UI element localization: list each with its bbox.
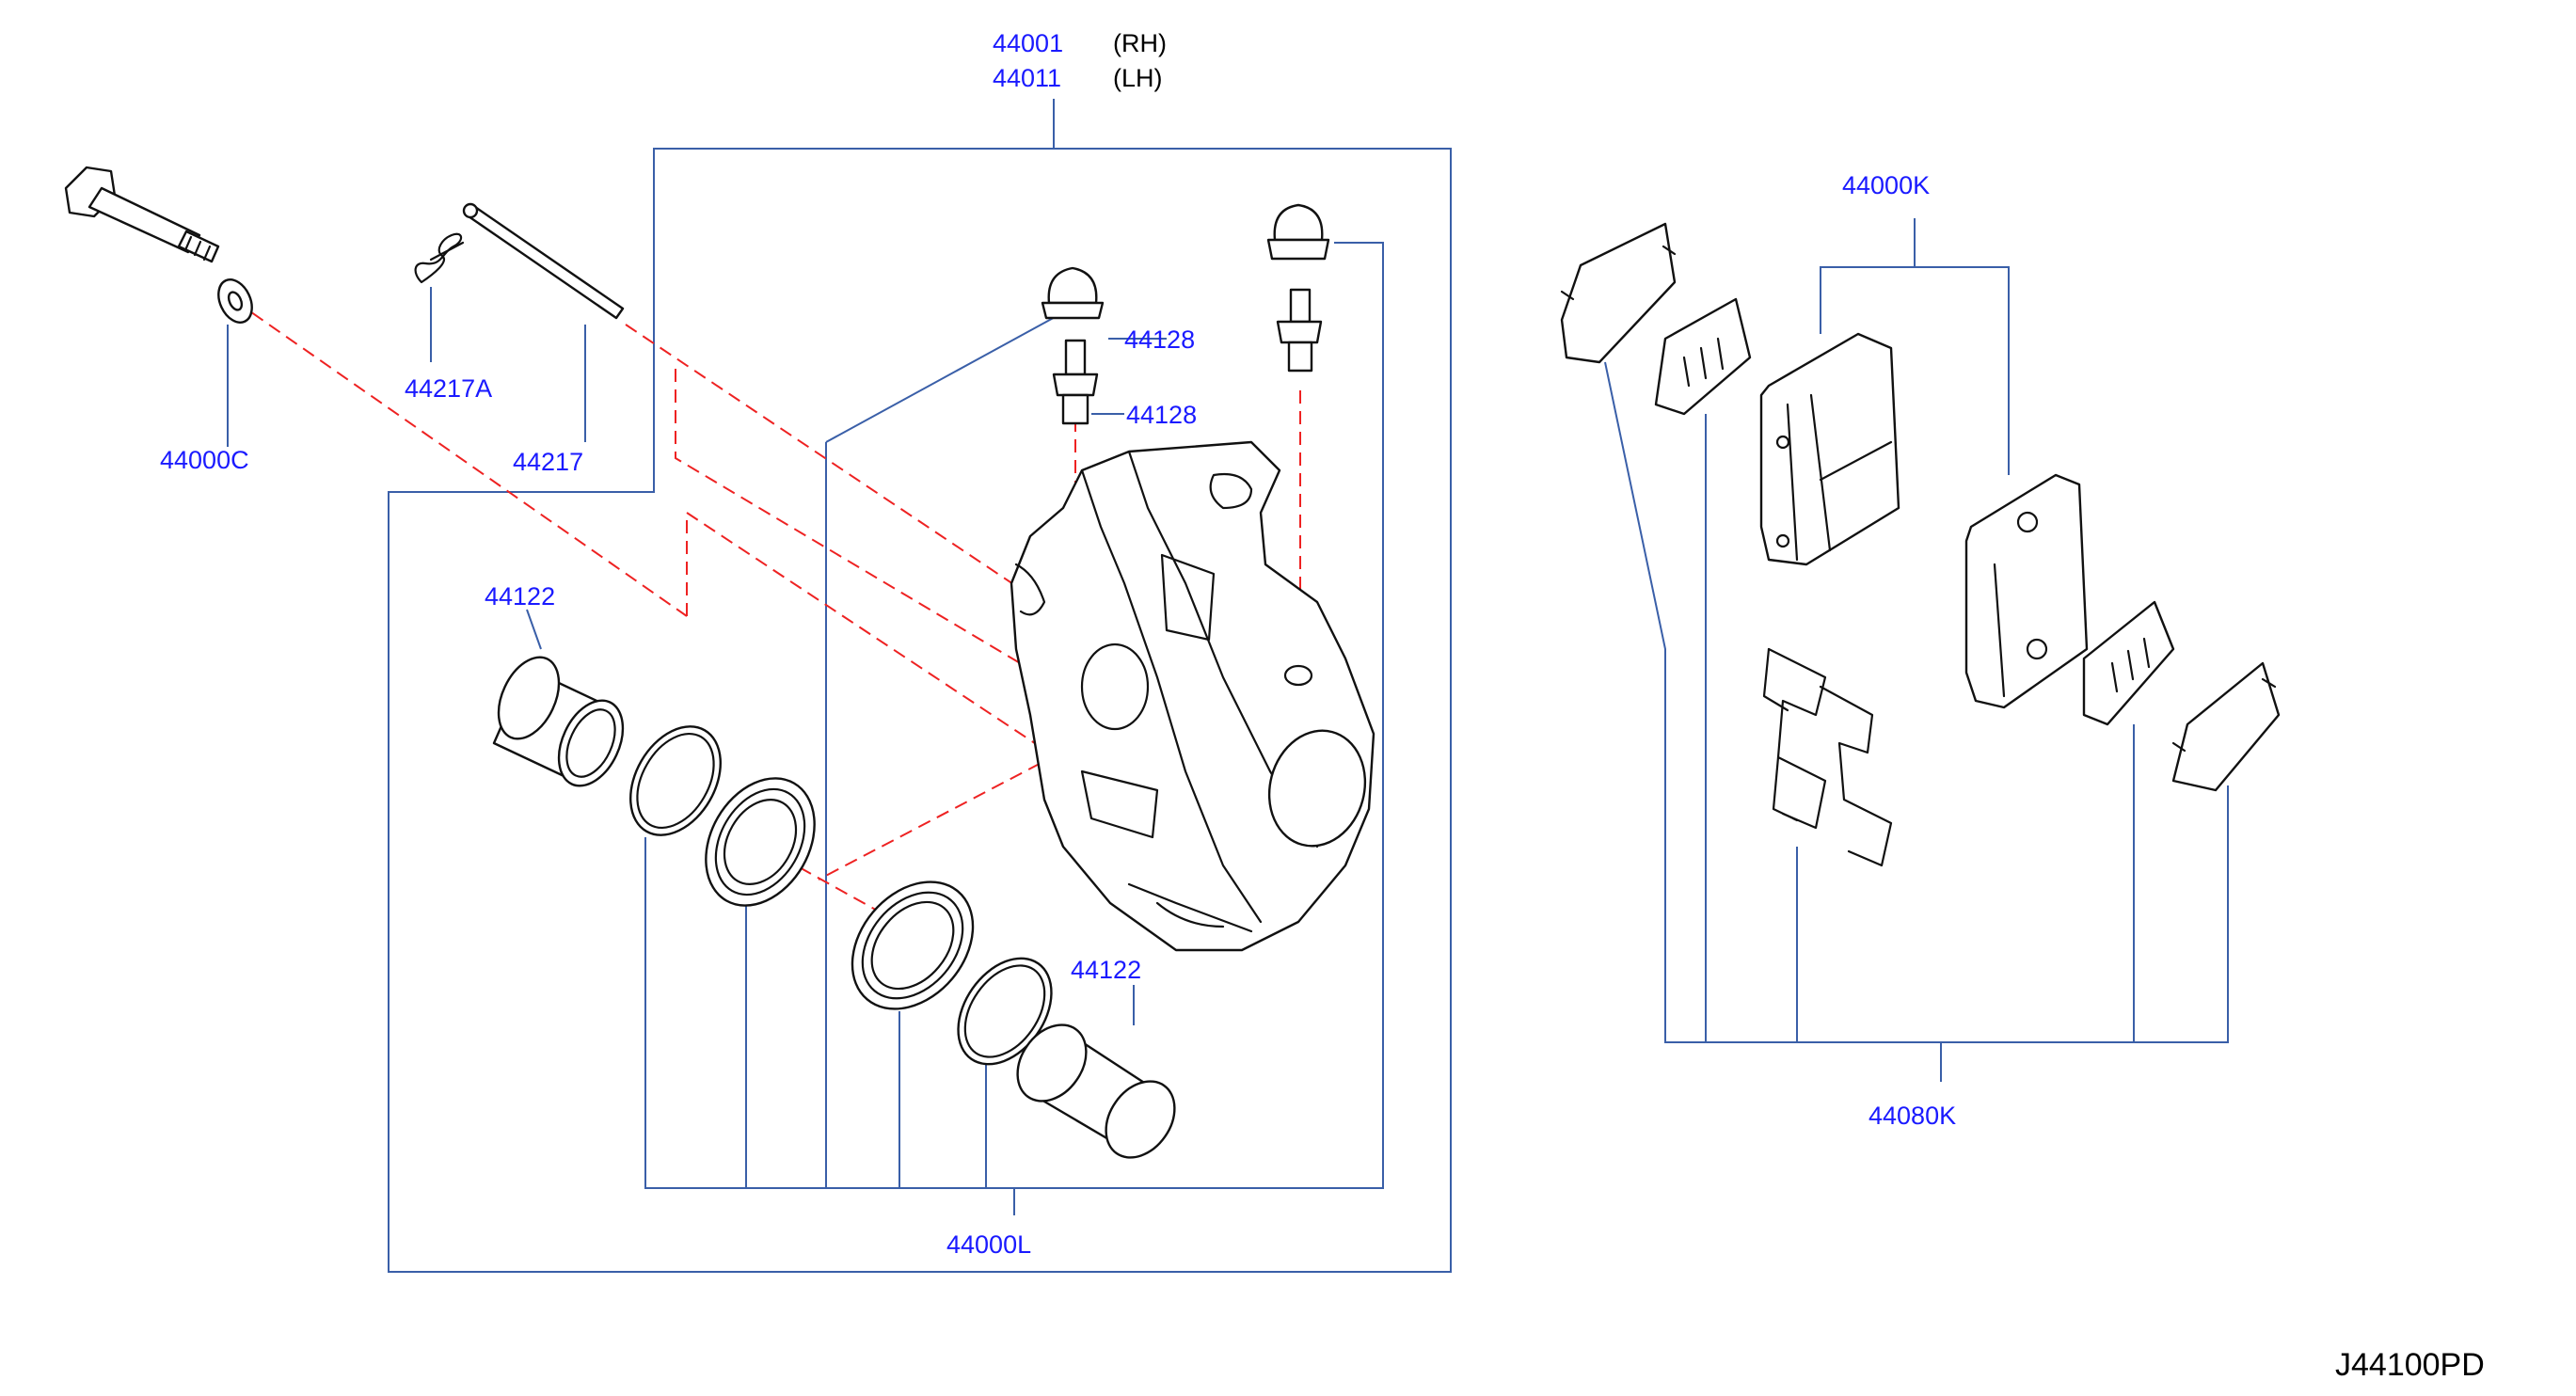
bleeder-screw-icon (1276, 288, 1323, 373)
part-number-labels: 44001 (RH) 44011 (LH) 44000C 44217A 4421… (160, 29, 2485, 1383)
washer-icon (217, 278, 253, 324)
part-number-44011[interactable]: 44011 (993, 64, 1061, 92)
bleeder-cap-icon (1041, 266, 1105, 320)
retaining-clip-icon (414, 232, 465, 284)
brake-pad-icon (1759, 332, 1900, 566)
guide-pin-icon (462, 202, 625, 320)
anti-squeal-shim-icon (1560, 222, 1677, 364)
anti-squeal-shim-icon (2171, 661, 2281, 792)
diagram-code: J44100PD (2335, 1347, 2485, 1383)
bleeder-screw-icon (1052, 339, 1099, 425)
part-number-44080K[interactable]: 44080K (1868, 1102, 1956, 1130)
part-number-44000L[interactable]: 44000L (946, 1230, 1031, 1259)
pad-retainer-clip-icon (1762, 647, 1893, 867)
part-number-44001[interactable]: 44001 (993, 29, 1063, 57)
part-number-44128-upper[interactable]: 44128 (1124, 325, 1195, 354)
anti-squeal-shim-icon (2082, 600, 2175, 726)
part-number-44128-lower[interactable]: 44128 (1126, 401, 1197, 429)
brake-pad-icon (1964, 473, 2089, 709)
bleeder-cap-icon (1266, 203, 1330, 261)
rh-designation: (RH) (1113, 29, 1167, 57)
dust-boot-icon (705, 777, 816, 907)
dust-boot-icon (851, 880, 975, 1010)
part-number-44217[interactable]: 44217 (513, 448, 583, 476)
piston-icon (1016, 1023, 1176, 1159)
part-number-44217A[interactable]: 44217A (405, 374, 492, 403)
piston-seal-ring-icon (957, 957, 1053, 1066)
anti-squeal-shim-icon (1654, 297, 1752, 416)
part-number-44122-left[interactable]: 44122 (485, 582, 555, 611)
caliper-body-icon (1010, 440, 1375, 952)
lh-designation: (LH) (1113, 64, 1163, 92)
caliper-bolt-icon (64, 166, 220, 263)
part-number-44000C[interactable]: 44000C (160, 446, 249, 474)
part-number-44000K[interactable]: 44000K (1842, 171, 1930, 199)
part-number-44122-right[interactable]: 44122 (1071, 956, 1141, 984)
piston-seal-ring-icon (629, 725, 722, 836)
leader-lines (227, 99, 2229, 1273)
piston-icon (492, 656, 625, 787)
